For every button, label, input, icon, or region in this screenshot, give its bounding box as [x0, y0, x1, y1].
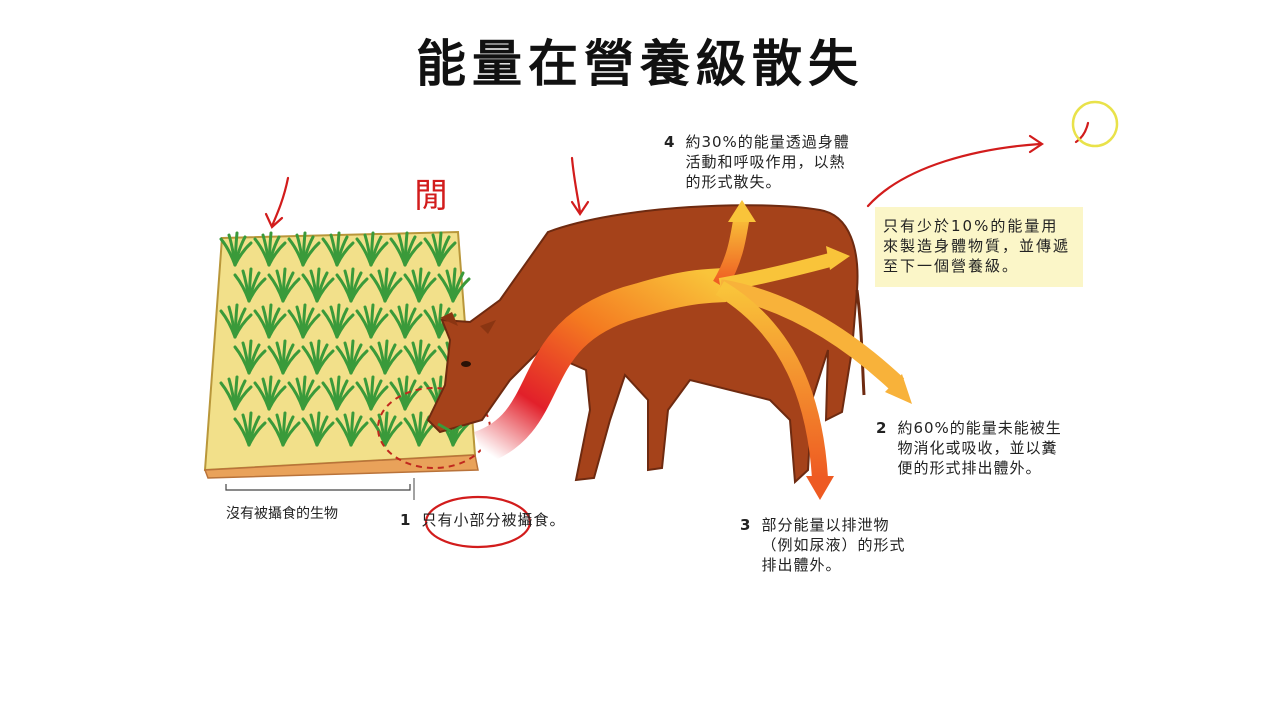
grass-blade: [247, 421, 267, 447]
handwritten-annotation: 閒: [414, 176, 448, 216]
handwritten-marks: [264, 121, 1090, 549]
grass-blade: [403, 241, 423, 267]
grass-blade: [451, 277, 471, 303]
label-1: 1 只有小部分被攝食。: [400, 510, 565, 530]
grass-blade: [233, 385, 253, 411]
grass-blade: [335, 241, 355, 267]
label-4-text: 約30%的能量透過身體 活動和呼吸作用，以熱 的形式散失。: [685, 133, 850, 191]
page-title: 能量在營養級散失: [416, 34, 864, 93]
grass-blade: [281, 277, 301, 303]
grass-blade: [349, 421, 369, 447]
grass-blade: [349, 277, 369, 303]
grass-blade: [247, 277, 267, 303]
label-1-text: 只有小部分被攝食。: [421, 511, 566, 529]
grass-blade: [315, 421, 335, 447]
label-4-number: 4: [664, 133, 676, 151]
energy-transfer-note: 只有少於10%的能量用 來製造身體物質，並傳遞 至下一個營養級。: [875, 207, 1083, 287]
grass-blade: [417, 277, 437, 303]
grass-bracket: [225, 484, 411, 491]
label-3: 3 部分能量以排泄物 （例如尿液）的形式 排出體外。: [740, 515, 905, 575]
grass-blade: [383, 277, 403, 303]
grass-blade: [417, 349, 437, 375]
energy-flow-arrows: [473, 200, 912, 500]
label-2-number: 2: [876, 419, 888, 437]
label-3-number: 3: [740, 516, 752, 534]
grass-blade: [369, 313, 389, 339]
grass-blade: [383, 349, 403, 375]
grass-blade: [369, 241, 389, 267]
grass-blade: [247, 349, 267, 375]
label-2-text: 約60%的能量未能被生 物消化或吸收，並以糞 便的形式排出體外。: [897, 419, 1062, 477]
grass-blade: [315, 349, 335, 375]
grass-blade: [301, 313, 321, 339]
grass-blade: [267, 313, 287, 339]
label-4: 4 約30%的能量透過身體 活動和呼吸作用，以熱 的形式散失。: [664, 132, 850, 192]
label-2: 2 約60%的能量未能被生 物消化或吸收，並以糞 便的形式排出體外。: [876, 418, 1062, 478]
grass-blade: [437, 241, 457, 267]
grass-blade: [335, 313, 355, 339]
cursor-highlight: [1071, 100, 1119, 148]
grass-blade: [301, 385, 321, 411]
grass-blade: [369, 385, 389, 411]
label-1-number: 1: [400, 511, 412, 529]
grass-blade: [267, 241, 287, 267]
grass-blade: [267, 385, 287, 411]
grass-blade: [233, 241, 253, 267]
grass-blade: [301, 241, 321, 267]
grass-blade: [233, 313, 253, 339]
grass-blade: [349, 349, 369, 375]
grass-blade: [281, 349, 301, 375]
grass-caption: 沒有被攝食的生物: [226, 506, 338, 522]
label-3-text: 部分能量以排泄物 （例如尿液）的形式 排出體外。: [761, 516, 906, 574]
grass-blade: [335, 385, 355, 411]
grass-blade: [281, 421, 301, 447]
grass-blade: [383, 421, 403, 447]
grass-blade: [403, 313, 423, 339]
grass-blade: [315, 277, 335, 303]
